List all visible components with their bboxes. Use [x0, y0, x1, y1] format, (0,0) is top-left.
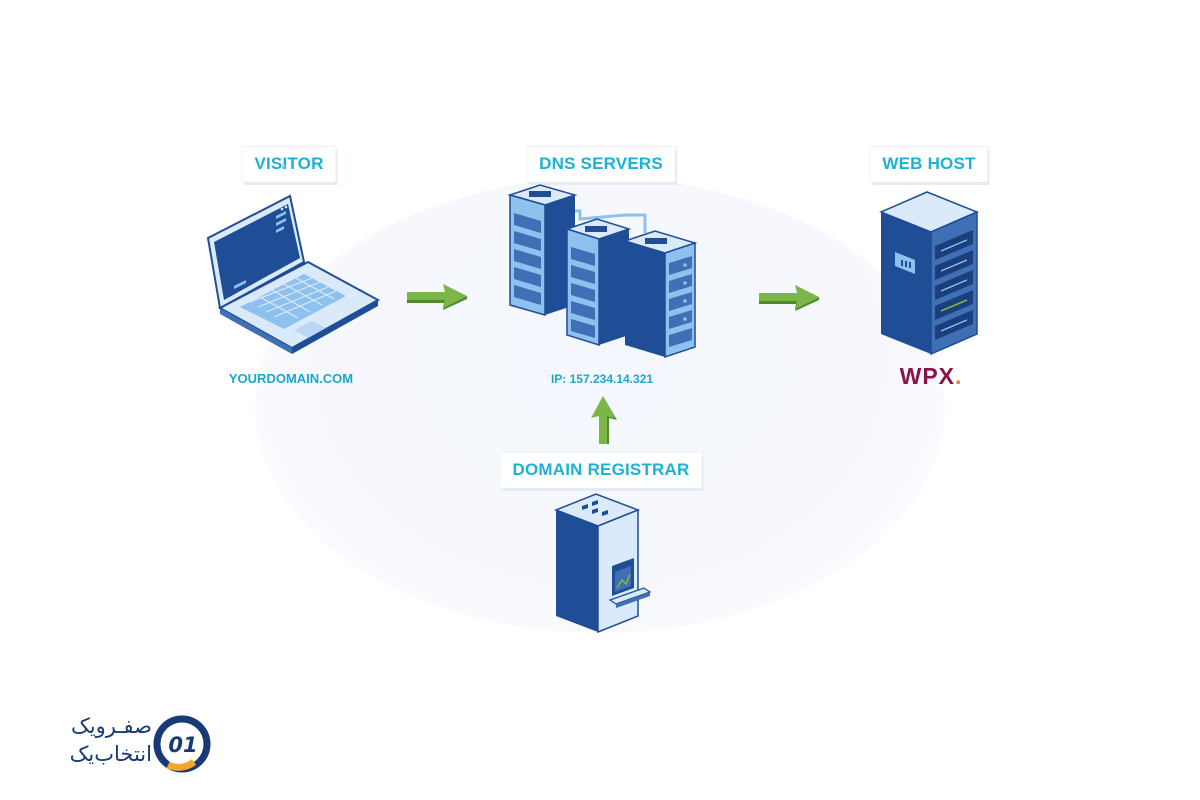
- arrow-registrar-to-dns: [591, 396, 617, 444]
- domain-registrar-label: DOMAIN REGISTRAR: [500, 453, 702, 488]
- dns-ip-caption: IP: 157.234.14.321: [550, 372, 654, 386]
- watermark-brand: صفـرویک انتخاب‌یک 01: [30, 712, 220, 782]
- wpx-logo: WPX.: [900, 363, 963, 390]
- web-host-label: WEB HOST: [870, 147, 988, 182]
- web-host-server-icon: [879, 191, 979, 356]
- watermark-line2: انتخاب‌یک: [69, 742, 152, 766]
- arrow-visitor-to-dns: [407, 284, 467, 310]
- watermark-logo-text: 01: [168, 733, 197, 757]
- wpx-brand-dot: .: [955, 363, 963, 389]
- watermark-logo-icon: 01: [153, 715, 211, 773]
- laptop-icon: [206, 164, 381, 354]
- visitor-label: VISITOR: [242, 147, 336, 182]
- dns-servers-icon: [507, 184, 698, 359]
- watermark-text: صفـرویک انتخاب‌یک: [30, 712, 152, 768]
- wpx-brand-text: WPX: [899, 363, 955, 389]
- domain-registrar-machine-icon: [553, 493, 652, 634]
- arrow-dns-to-webhost: [759, 285, 819, 311]
- dns-servers-label: DNS SERVERS: [527, 147, 675, 182]
- visitor-domain-caption: YOURDOMAIN.COM: [228, 371, 354, 386]
- watermark-line1: صفـرویک: [71, 714, 152, 738]
